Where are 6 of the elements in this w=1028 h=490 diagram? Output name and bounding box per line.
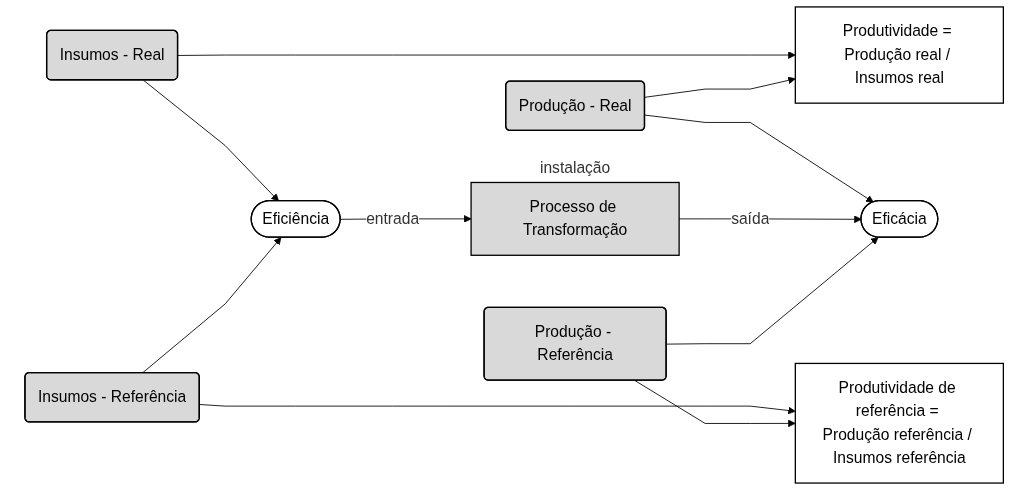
node-box: Produtividade de referência = Produção referência / Insumos referência: [794, 362, 1004, 484]
node-box: Produtividade = Produção real / Insumos real: [794, 6, 1004, 104]
node-label: instalação: [539, 159, 611, 177]
edge-label: entrada: [365, 209, 419, 228]
node-box: Processo de Transformação: [470, 181, 680, 256]
edge-label: saída: [730, 209, 770, 228]
